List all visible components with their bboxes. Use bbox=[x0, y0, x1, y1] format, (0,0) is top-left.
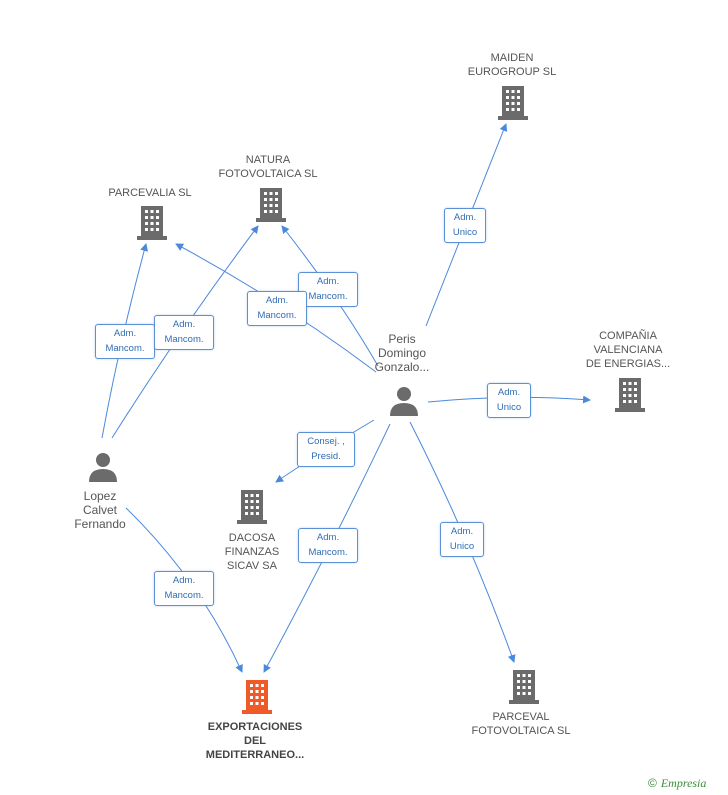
company-label-exportaciones[interactable]: EXPORTACIONES DEL MEDITERRANEO... bbox=[205, 721, 305, 761]
edge-label-peris-parcevalia: Adm. Mancom. bbox=[247, 291, 307, 326]
company-label-maiden[interactable]: MAIDEN EUROGROUP SL bbox=[467, 52, 557, 78]
company-label-compania[interactable]: COMPAÑIA VALENCIANA DE ENERGIAS... bbox=[585, 330, 671, 370]
edge-label-peris-parceval: Adm. Unico bbox=[440, 522, 484, 557]
edge-label-peris-dacosa: Consej. , Presid. bbox=[297, 432, 355, 467]
person-label-peris[interactable]: Peris Domingo Gonzalo... bbox=[374, 332, 430, 374]
brand-logo: ©Empresia bbox=[648, 776, 706, 791]
building-icon[interactable] bbox=[498, 86, 528, 120]
person-label-lopez[interactable]: Lopez Calvet Fernando bbox=[74, 489, 126, 531]
edge-label-peris-exportaciones: Adm. Mancom. bbox=[298, 528, 358, 563]
building-icon-main[interactable] bbox=[242, 680, 272, 714]
edge-label-peris-compania: Adm. Unico bbox=[487, 383, 531, 418]
edge-label-lopez-natura: Adm. Mancom. bbox=[154, 315, 214, 350]
company-label-natura[interactable]: NATURA FOTOVOLTAICA SL bbox=[218, 154, 318, 180]
building-icon[interactable] bbox=[137, 206, 167, 240]
person-icon[interactable] bbox=[88, 452, 118, 482]
building-icon[interactable] bbox=[237, 490, 267, 524]
building-icon[interactable] bbox=[615, 378, 645, 412]
edge-label-lopez-exportaciones: Adm. Mancom. bbox=[154, 571, 214, 606]
edge-label-lopez-parcevalia: Adm. Mancom. bbox=[95, 324, 155, 359]
company-label-dacosa[interactable]: DACOSA FINANZAS SICAV SA bbox=[224, 532, 280, 572]
edge-label-peris-maiden: Adm. Unico bbox=[444, 208, 486, 243]
company-label-parcevalia[interactable]: PARCEVALIA SL bbox=[108, 187, 192, 199]
brand-name: Empresia bbox=[660, 776, 707, 790]
company-label-parceval[interactable]: PARCEVAL FOTOVOLTAICA SL bbox=[471, 711, 571, 737]
copyright-icon: © bbox=[648, 776, 657, 790]
edge-label-peris-natura: Adm. Mancom. bbox=[298, 272, 358, 307]
building-icon[interactable] bbox=[256, 188, 286, 222]
person-icon[interactable] bbox=[389, 386, 419, 416]
building-icon[interactable] bbox=[509, 670, 539, 704]
